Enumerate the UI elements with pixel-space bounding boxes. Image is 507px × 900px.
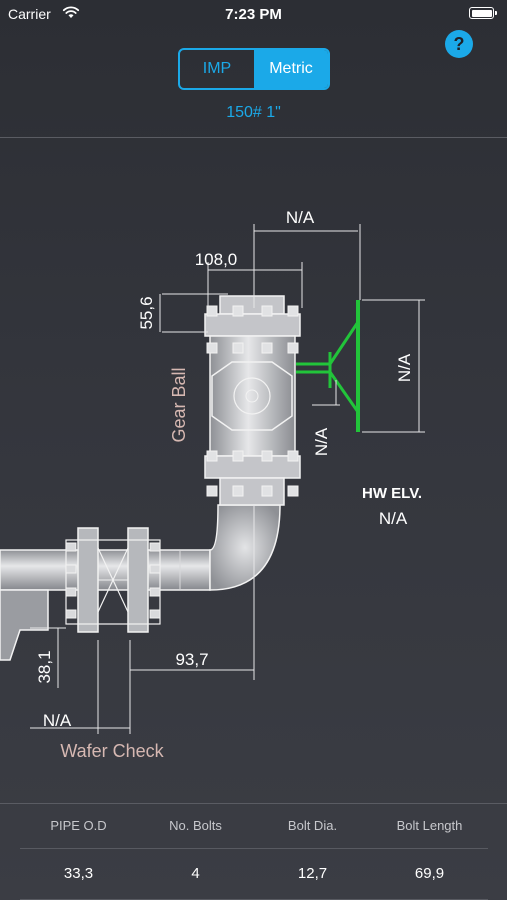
table-row: 33,3 4 12,7 69,9 (20, 849, 488, 899)
top-width-dim: N/A (286, 208, 315, 227)
imp-segment[interactable]: IMP (202, 60, 232, 77)
size-rating-label: 150# 1" (226, 104, 281, 121)
clock: 7:23 PM (225, 6, 282, 23)
check-type-label: Wafer Check (60, 741, 164, 761)
metric-segment[interactable]: Metric (254, 50, 328, 88)
num-bolts-value: 4 (191, 865, 200, 882)
stem-offset-dim: N/A (312, 427, 331, 456)
flange-height-dim: 55,6 (137, 296, 156, 329)
table-header-row: PIPE O.D No. Bolts Bolt Dia. Bolt Length (20, 808, 488, 848)
bolt-length-header: Bolt Length (396, 818, 463, 833)
horizontal-pipe (0, 549, 211, 661)
handwheel-height-dim: N/A (395, 353, 414, 382)
bolt-dia-header: Bolt Dia. (287, 818, 338, 833)
handwheel-icon (296, 300, 360, 432)
help-icon: ? (453, 33, 465, 54)
wifi-icon (62, 6, 80, 18)
unit-toggle: IMP Metric (178, 48, 330, 90)
check-width-dim: N/A (43, 711, 72, 730)
status-bar: Carrier 7:23 PM (0, 0, 507, 28)
table-row-divider (20, 848, 488, 849)
dimension-lines (30, 224, 425, 734)
hw-elv-label: HW ELV. (362, 485, 422, 502)
bolt-length-value: 69,9 (414, 865, 445, 882)
table-top-divider (0, 803, 507, 804)
help-button[interactable]: ? (445, 30, 473, 58)
hw-elv-value: N/A (379, 509, 408, 528)
gear-ball-valve (204, 295, 301, 506)
check-height-dim: 38,1 (35, 650, 54, 683)
piping-diagram: N/A 108,0 55,6 N/A N/A 38,1 93,7 N/A HW … (0, 208, 425, 761)
bolt-spec-table: PIPE O.D No. Bolts Bolt Dia. Bolt Length… (20, 808, 488, 900)
valve-width-dim: 108,0 (195, 250, 238, 269)
elbow-offset-dim: 93,7 (175, 650, 208, 669)
bolt-dia-value: 12,7 (297, 865, 328, 882)
num-bolts-header: No. Bolts (169, 818, 222, 833)
pipe-od-header: PIPE O.D (50, 818, 107, 833)
carrier-label: Carrier (8, 6, 51, 22)
elbow-fitting (179, 504, 281, 591)
header-divider (0, 137, 507, 138)
wafer-check-valve (65, 527, 161, 633)
pipe-od-value: 33,3 (63, 865, 94, 882)
battery-icon (469, 7, 497, 19)
valve-type-label: Gear Ball (169, 367, 189, 442)
